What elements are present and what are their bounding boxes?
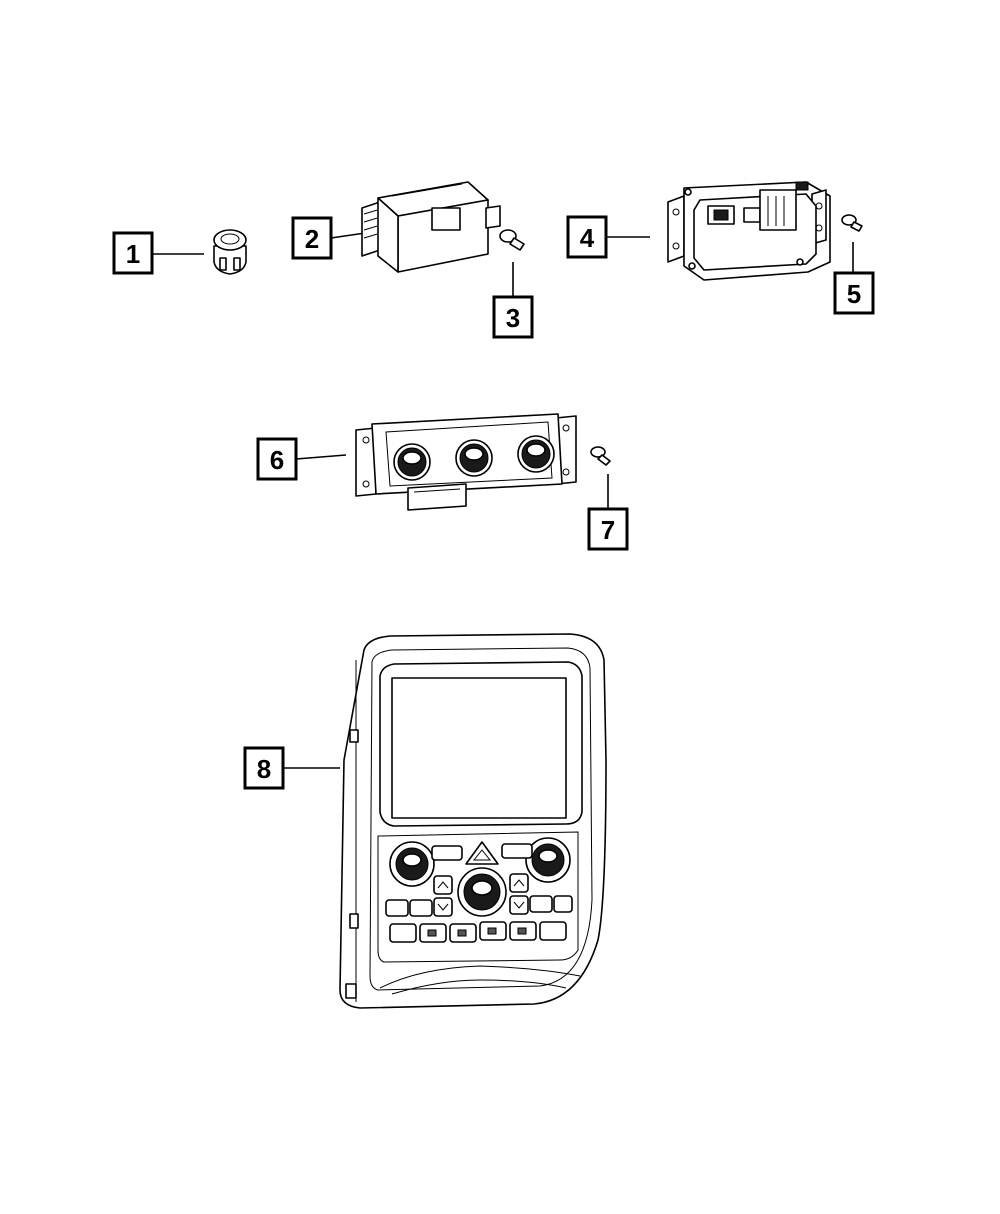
callout-7-label: 7 xyxy=(601,515,615,545)
callout-6-label: 6 xyxy=(270,445,284,475)
callout-5-label: 5 xyxy=(847,279,861,309)
callout-3-label: 3 xyxy=(506,303,520,333)
callout-4[interactable]: 4 xyxy=(566,215,608,259)
callout-2[interactable]: 2 xyxy=(291,216,333,260)
callout-6[interactable]: 6 xyxy=(256,437,298,481)
callout-1[interactable]: 1 xyxy=(112,231,154,275)
callout-1-label: 1 xyxy=(126,239,140,269)
electronic-module-bracket-icon[interactable] xyxy=(667,181,831,281)
screw-icon-5[interactable] xyxy=(841,214,863,232)
leader-line-6 xyxy=(295,454,347,460)
callout-2-label: 2 xyxy=(305,224,319,254)
control-module-icon[interactable] xyxy=(361,181,501,273)
push-switch-icon[interactable] xyxy=(213,229,247,275)
callout-4-label: 4 xyxy=(580,223,595,253)
callout-8-label: 8 xyxy=(257,754,271,784)
radio-bezel-display-icon[interactable] xyxy=(339,633,607,1009)
callout-3[interactable]: 3 xyxy=(492,295,534,339)
callout-8[interactable]: 8 xyxy=(243,746,285,790)
screw-icon-7[interactable] xyxy=(590,446,611,466)
callout-5[interactable]: 5 xyxy=(833,271,875,315)
screw-icon-3[interactable] xyxy=(499,229,525,251)
callout-7[interactable]: 7 xyxy=(587,507,629,551)
climate-control-knob-panel-icon[interactable] xyxy=(355,413,577,511)
